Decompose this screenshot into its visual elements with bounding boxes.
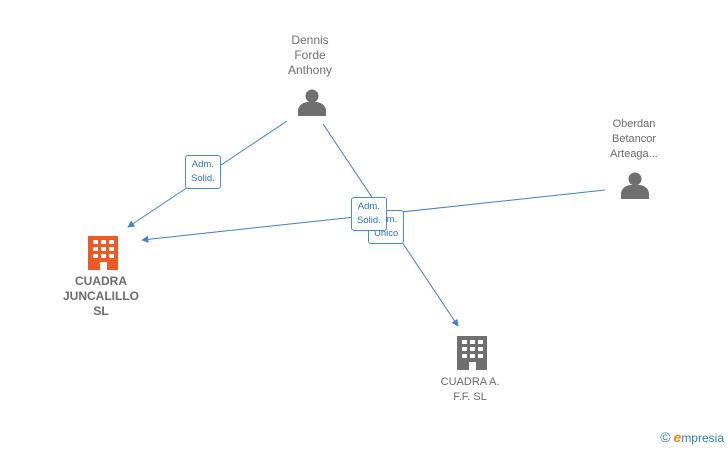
brand-e: e	[673, 429, 682, 445]
brand-name: mpresia	[681, 431, 724, 445]
person-icon[interactable]	[621, 172, 649, 200]
edge-label-adm-solid: Adm. Solid.	[185, 155, 221, 189]
node-label-dennis[interactable]: Dennis Forde Anthony	[287, 33, 333, 77]
edge-label-adm-solid: Adm. Solid.	[351, 197, 387, 231]
node-label-oberdan[interactable]: Oberdan Betancor Arteaga...	[610, 118, 658, 160]
building-icon[interactable]	[88, 236, 118, 270]
person-icon[interactable]	[298, 89, 326, 117]
node-label-cuadra-af[interactable]: CUADRA A. F.F. SL	[440, 376, 500, 403]
empresia-logo: ©empresia	[660, 429, 724, 445]
building-icon[interactable]	[457, 336, 487, 370]
node-label-cuadra-juncalillo[interactable]: CUADRA JUNCALILLO SL	[63, 274, 139, 318]
copyright-symbol: ©	[660, 429, 671, 445]
